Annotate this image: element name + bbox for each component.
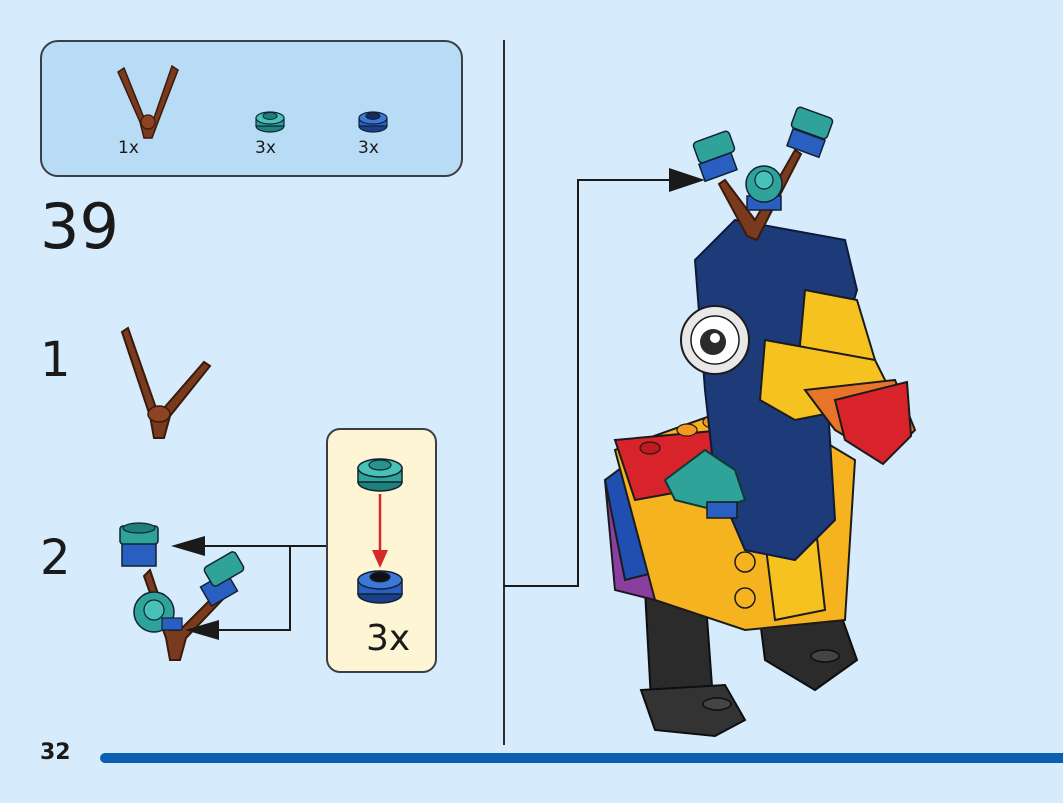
brown-branch-icon (120, 326, 212, 439)
callout-arrows (171, 536, 326, 640)
substep-2-label: 2 (40, 530, 71, 586)
blue-round-plate-icon (357, 570, 403, 604)
teal-round-plate-icon (199, 551, 245, 608)
sub-assembly-callout: 3x (326, 428, 437, 673)
parts-qty-branch: 1x (118, 138, 139, 158)
step2-assembly-illustration (119, 522, 245, 661)
teal-round-plate-icon (133, 591, 183, 633)
teal-round-plate-icon (357, 458, 403, 492)
parts-list-box: 1x 3x 3x (40, 40, 463, 177)
callout-quantity: 3x (366, 618, 411, 659)
page-divider (503, 40, 505, 745)
bird-model-illustration (603, 106, 917, 738)
callout-build-diagram (357, 458, 403, 604)
page-number: 32 (40, 740, 71, 765)
brown-branch-icon (117, 64, 179, 139)
blue-round-plate-icon (358, 111, 388, 133)
page-progress-bar (100, 753, 1063, 763)
parts-qty-blue: 3x (358, 138, 379, 158)
teal-round-plate-icon (255, 111, 285, 133)
substep-1-label: 1 (40, 332, 71, 388)
teal-round-plate-icon (785, 106, 834, 159)
teal-round-plate-icon (119, 522, 159, 567)
assembly-pointer-arrow (503, 168, 705, 587)
teal-round-plate-icon (692, 130, 739, 183)
step-number: 39 (40, 190, 119, 263)
teal-round-plate-icon (745, 165, 783, 211)
parts-qty-teal: 3x (255, 138, 276, 158)
